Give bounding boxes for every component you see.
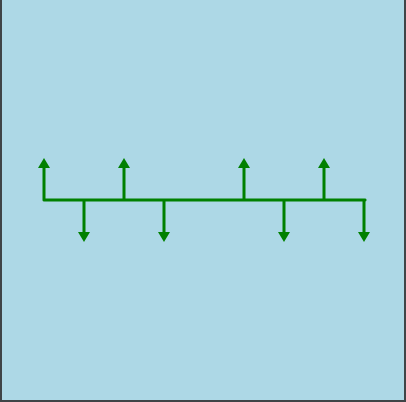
arrow-head bbox=[238, 158, 250, 168]
arrow-head bbox=[278, 232, 290, 242]
arrow-head bbox=[118, 158, 130, 168]
arrow-head bbox=[78, 232, 90, 242]
arrow-head bbox=[318, 158, 330, 168]
arrow-head bbox=[158, 232, 170, 242]
arrow-up-3 bbox=[118, 158, 130, 200]
arrow-head bbox=[358, 232, 370, 242]
arrow-down-6 bbox=[278, 200, 290, 242]
arrows-group bbox=[38, 158, 370, 242]
arrow-up-7 bbox=[318, 158, 330, 200]
arrow-head bbox=[38, 158, 50, 168]
arrow-down-8 bbox=[358, 200, 370, 242]
arrow-down-4 bbox=[158, 200, 170, 242]
arrow-up-5 bbox=[238, 158, 250, 200]
arrow-down-2 bbox=[78, 200, 90, 242]
arrow-up-1 bbox=[38, 158, 50, 200]
